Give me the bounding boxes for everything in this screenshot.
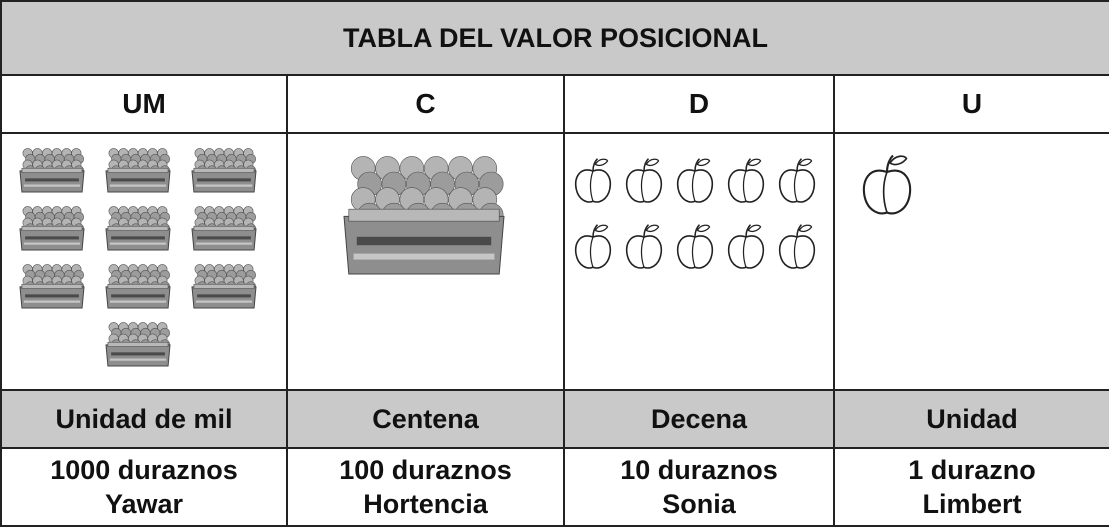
value-person: Hortencia xyxy=(363,489,488,519)
value-count: 100 duraznos xyxy=(339,455,512,485)
peach-crate-icon xyxy=(19,206,85,251)
column-header-row: UM C D U xyxy=(0,74,1109,134)
header-um: UM xyxy=(0,74,288,134)
peach-crate-icon xyxy=(191,206,257,251)
peach-icon xyxy=(625,224,663,269)
value-um-cell: 1000 duraznos Yawar xyxy=(0,447,288,527)
peach-crate-icon xyxy=(105,148,171,193)
name-um: Unidad de mil xyxy=(0,389,288,449)
um-picture-cell xyxy=(0,132,288,391)
title-row: TABLA DEL VALOR POSICIONAL xyxy=(0,0,1109,76)
value-count: 10 duraznos xyxy=(620,455,778,485)
value-person: Limbert xyxy=(922,489,1022,519)
value-row: 1000 duraznos Yawar 100 duraznos Hortenc… xyxy=(0,447,1109,527)
peach-crate-icon xyxy=(19,264,85,309)
value-count: 1000 duraznos xyxy=(50,455,238,485)
value-count: 1 durazno xyxy=(908,455,1036,485)
name-c: Centena xyxy=(286,389,565,449)
d-peaches-illustration xyxy=(574,158,816,269)
u-peach-illustration xyxy=(862,154,912,215)
value-person: Sonia xyxy=(662,489,736,519)
peach-crate-icon xyxy=(19,148,85,193)
value-c-cell: 100 duraznos Hortencia xyxy=(286,447,565,527)
picture-row xyxy=(0,132,1109,391)
c-crate-illustration xyxy=(343,156,505,275)
c-picture-cell xyxy=(286,132,565,391)
d-picture-cell xyxy=(563,132,835,391)
header-d: D xyxy=(563,74,835,134)
peach-crate-icon xyxy=(191,264,257,309)
header-u: U xyxy=(833,74,1109,134)
peach-icon xyxy=(625,158,663,203)
peach-icon xyxy=(676,158,714,203)
value-d-cell: 10 duraznos Sonia xyxy=(563,447,835,527)
peach-icon xyxy=(778,224,816,269)
peach-icon xyxy=(727,224,765,269)
peach-crate-icon xyxy=(105,264,171,309)
u-picture-cell xyxy=(833,132,1109,391)
peach-icon xyxy=(574,224,612,269)
peach-crate-icon xyxy=(191,148,257,193)
peach-crate-icon xyxy=(343,156,505,275)
value-person: Yawar xyxy=(104,489,184,519)
header-c: C xyxy=(286,74,565,134)
peach-icon xyxy=(676,224,714,269)
name-u: Unidad xyxy=(833,389,1109,449)
name-d: Decena xyxy=(563,389,835,449)
peach-icon xyxy=(862,154,912,215)
peach-icon xyxy=(574,158,612,203)
place-name-row: Unidad de mil Centena Decena Unidad xyxy=(0,389,1109,449)
value-u-cell: 1 durazno Limbert xyxy=(833,447,1109,527)
peach-icon xyxy=(778,158,816,203)
table-title: TABLA DEL VALOR POSICIONAL xyxy=(0,0,1109,76)
peach-crate-icon xyxy=(105,322,171,367)
um-crates-illustration xyxy=(19,148,257,367)
peach-crate-icon xyxy=(105,206,171,251)
peach-icon xyxy=(727,158,765,203)
